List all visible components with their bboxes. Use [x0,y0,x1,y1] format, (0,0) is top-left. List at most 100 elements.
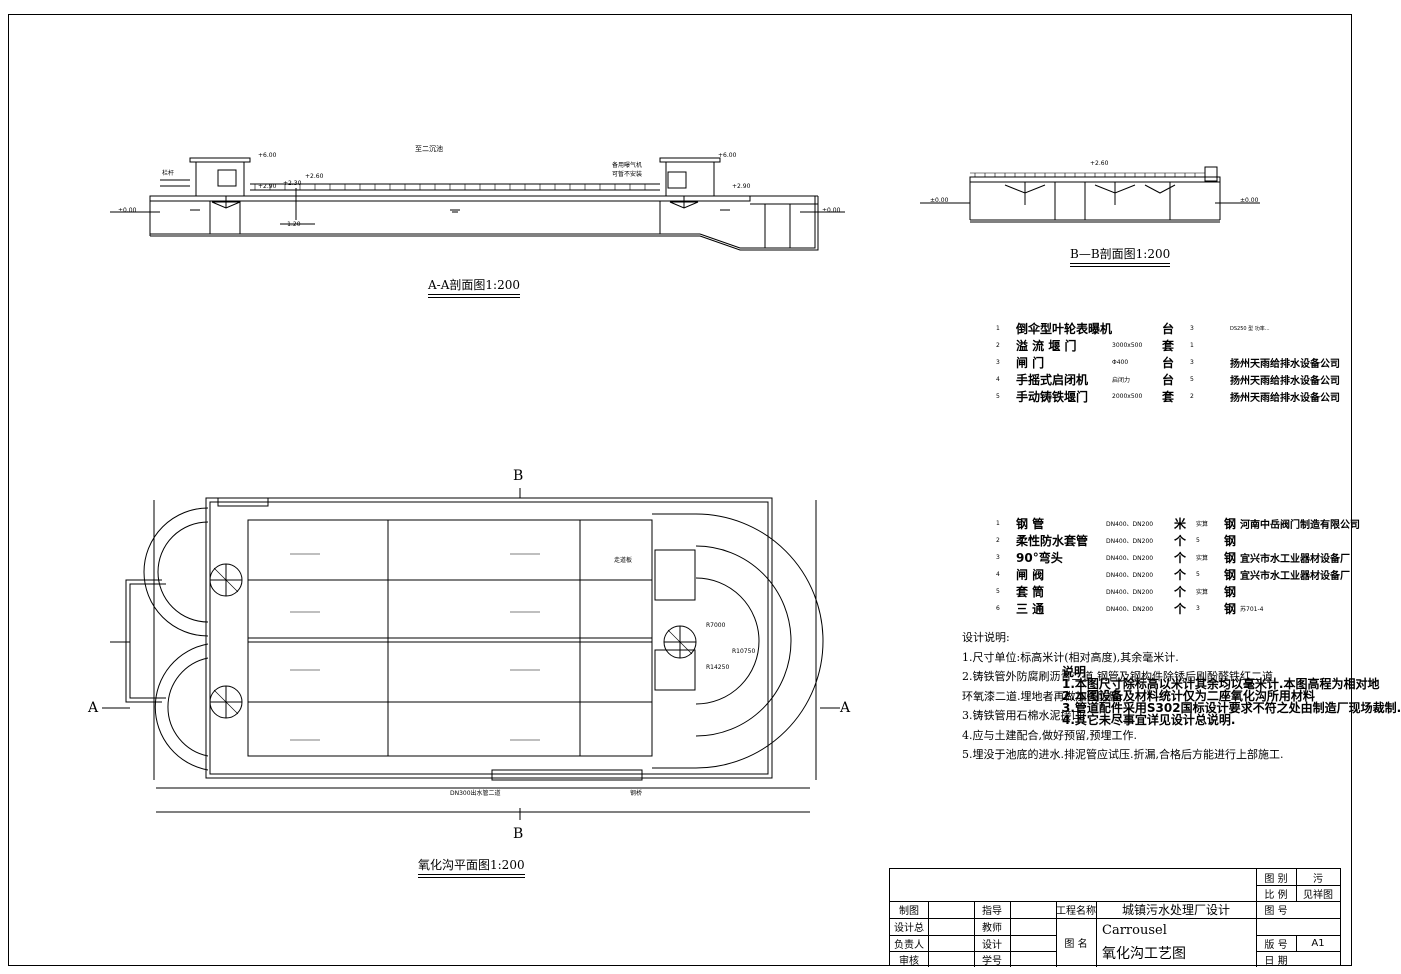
table-row: 4 闸 阀 DN400、DN200 个 5 钢 宜兴市水工业器材设备厂 [996,566,1360,583]
aa-top-label: 至二沉池 [415,145,443,153]
tb-responsible-label: 负责人 [894,939,924,951]
eq1-no: 2 [996,342,1000,349]
eq1-qty: 3 [1190,325,1194,332]
eq1-maker [1230,337,1340,354]
tb-guide-label-1: 指导 [982,906,1002,917]
overlay-line: 3.管道配件采用S302国标设计要求不符之处由制造厂现场裁制. [1062,701,1401,715]
plan-radius-3: R14250 [706,664,730,671]
eq2-maker: 宜兴市水工业器材设备厂 [1240,571,1350,582]
tb-date-label: 日 期 [1264,955,1288,967]
plan-radius-1: R7000 [706,622,726,629]
aa-elev-6: +2.90 [732,183,751,190]
bb-elev-3: ±0.00 [1240,197,1259,204]
overlay-line: 1.本图尺寸除标高以米计其余均以毫米计.本图高程为相对地 [1062,677,1380,691]
eq2-maker: 苏701-4 [1240,606,1264,613]
eq1-unit: 套 [1162,390,1175,404]
design-note-line: 1.尺寸单位:标高米计(相对高度),其余毫米计. [962,650,1179,664]
eq2-spec: DN400、DN200 [1106,572,1154,579]
equipment-table-1: 1 倒伞型叶轮表曝机 台 3 DS250 型 功率... 2 溢 流 堰 门 3… [996,320,1340,405]
aa-elev-8: ±0.00 [118,207,137,214]
plan-mark-b-top: B [513,468,524,484]
tb-category: 污 [1313,873,1323,885]
eq1-unit: 台 [1162,373,1175,387]
eq2-qty: 实算 [1196,589,1209,596]
overlay-line: 4.其它未尽事宜详见设计总说明. [1062,713,1236,727]
table-row: 3 闸 门 Φ400 台 3 扬州天雨给排水设备公司 [996,354,1340,371]
design-note-line: 环氧漆二道.埋地者再做加强防腐. [962,689,1123,703]
eq1-name: 手摇式启闭机 [1016,373,1089,387]
eq2-unit: 个 [1174,534,1187,548]
plan-radius-2: R10750 [732,648,756,655]
eq2-qty: 5 [1196,537,1200,544]
title-block: 制图 设计总 负责人 审核 指导 教师 设计 学号 工程名称 城镇污水处理厂设计… [889,868,1341,967]
tb-drawing-name-2: 氧化沟工艺图 [1102,946,1186,962]
eq1-name: 闸 门 [1016,356,1045,370]
eq2-name: 三 通 [1016,602,1045,616]
table-row: 4 手摇式启闭机 启闭力 台 5 扬州天雨给排水设备公司 [996,371,1340,388]
tb-review-label: 审核 [899,955,919,967]
eq1-no: 1 [996,325,1000,332]
eq2-unit: 个 [1174,602,1187,616]
aa-elev-4: +2.30 [283,180,302,187]
design-note-line: 3.铸铁管用石棉水泥接口. [962,709,1086,722]
eq2-name: 90°弯头 [1016,551,1063,565]
tb-drawing-name-1: Carrousel [1102,922,1167,938]
eq2-unit: 个 [1174,568,1187,582]
table-row: 3 90°弯头 DN400、DN200 个 实算 钢 宜兴市水工业器材设备厂 [996,549,1360,566]
section-bb-title: B—B剖面图1:200 [1070,245,1171,267]
eq1-spec: 3000x500 [1112,342,1143,349]
bb-elev-2: ±0.00 [930,197,949,204]
plan-mark-a-right: A [840,700,851,716]
eq2-mat: 钢 [1224,568,1237,582]
eq1-unit: 台 [1162,356,1175,370]
eq2-spec: DN400、DN200 [1106,555,1154,562]
aa-elev-7: -1.20 [285,221,301,228]
aa-elev-5: +2.60 [305,173,324,180]
eq2-unit: 个 [1174,585,1187,599]
eq2-no: 4 [996,571,1000,578]
plan-drawing [102,488,840,820]
eq2-qty: 实算 [1196,521,1209,528]
tb-version: A1 [1311,937,1325,949]
eq1-maker: DS250 型 功率... [1230,326,1270,332]
section-aa-title: A-A剖面图1:200 [428,276,520,298]
eq2-mat: 钢 [1224,602,1237,616]
table-row: 2 溢 流 堰 门 3000x500 套 1 [996,337,1340,354]
design-note-line: 5.埋没于池底的进水.排泥管应试压.折漏,合格后方能进行上部施工. [962,748,1284,761]
eq2-name: 闸 阀 [1016,568,1045,582]
aa-aerator-note-2: 可暂不安装 [612,171,643,178]
aa-elev-1: +6.00 [258,152,277,159]
design-notes: 设计说明: 1.尺寸单位:标高米计(相对高度),其余毫米计. 2.铸铁管外防腐刷… [962,628,1283,765]
equipment-table-2: 1 钢 管 DN400、DN200 米 实算 钢 河南中岳阀门制造有限公司 2 … [996,515,1360,617]
plan-mark-b-bottom: B [513,826,524,842]
aa-elev-9: ±0.00 [822,207,841,214]
eq2-name: 钢 管 [1016,517,1045,531]
tb-drawing-name-label: 图 名 [1064,939,1088,950]
eq2-no: 6 [996,605,1000,612]
eq1-no: 3 [996,359,1000,366]
eq2-no: 2 [996,537,1000,544]
eq1-spec: 启闭力 [1112,377,1131,384]
tb-designer-total-label: 设计总 [894,923,924,934]
tb-number-label: 图 号 [1264,906,1288,917]
eq2-no: 5 [996,588,1000,595]
tb-category-label: 图 别 [1264,873,1288,885]
overlay-line: 说明 [1062,665,1087,679]
table-row: 1 倒伞型叶轮表曝机 台 3 DS250 型 功率... [996,320,1340,337]
tb-guide-label-2: 教师 [982,923,1002,934]
tb-project-name-label: 工程名称 [1056,906,1096,917]
plan-walkway: 走道板 [614,557,633,564]
design-note-line: 2.铸铁管外防腐刷沥青二道,钢管及钢构件除锈后刷酚醛铁红二道, [962,670,1277,683]
eq2-maker: 宜兴市水工业器材设备厂 [1240,554,1350,565]
tb-scale: 见祥图 [1303,889,1333,901]
eq1-unit: 套 [1162,339,1175,353]
aa-elev-2: +6.00 [718,152,737,159]
eq2-name: 柔性防水套管 [1016,534,1089,548]
overlay-line: 2.本图设备及材料统计仅为二座氧化沟所用材料 [1062,689,1315,703]
design-notes-overlay: 说明 1.本图尺寸除标高以米计其余均以毫米计.本图高程为相对地 2.本图设备及材… [1062,665,1401,727]
eq1-spec [1112,320,1162,337]
eq2-maker: 河南中岳阀门制造有限公司 [1240,520,1360,531]
eq2-unit: 个 [1174,551,1187,565]
tb-scale-label: 比 例 [1264,889,1288,901]
aa-elev-3: +2.90 [258,183,277,190]
